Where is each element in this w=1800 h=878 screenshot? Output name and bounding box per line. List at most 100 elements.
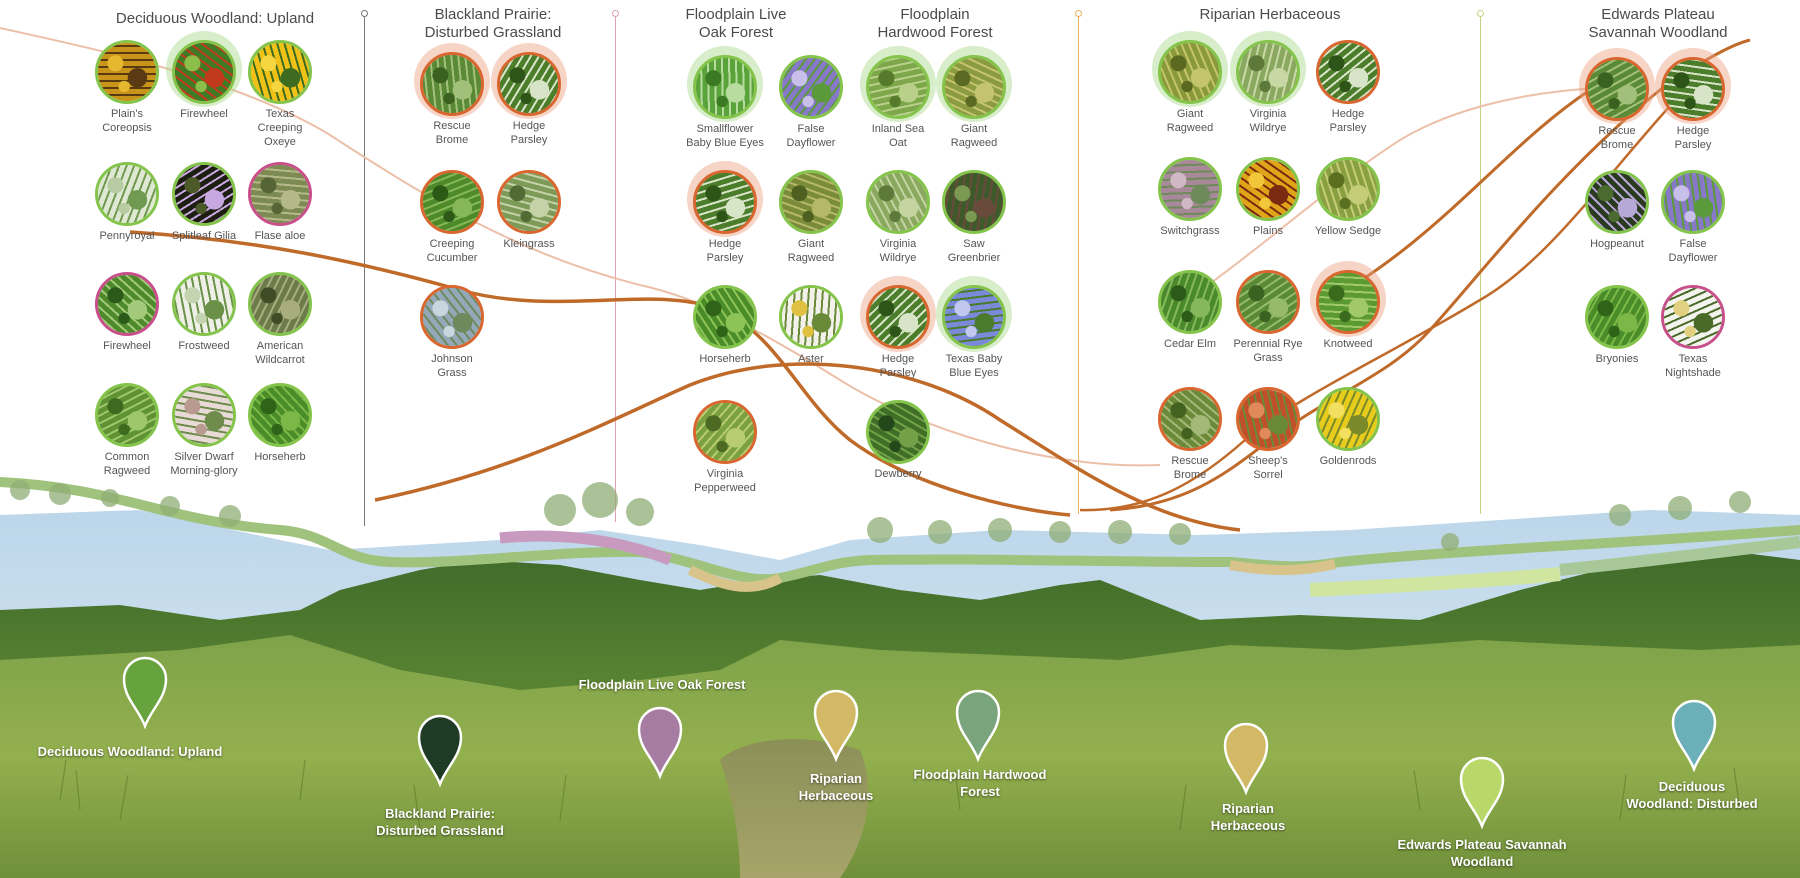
panorama-cross-section-lime <box>1309 567 1561 597</box>
plant-flase-aloe-dwu: Flase aloe <box>235 162 325 243</box>
habitat-title-epsw: Edwards Plateau Savannah Woodland <box>1588 6 1728 41</box>
plant-photo <box>1158 40 1222 104</box>
plant-photo <box>248 272 312 336</box>
plant-label: Texas Nightshade <box>1665 353 1721 379</box>
plant-photo <box>1316 157 1380 221</box>
plant-goldenrods-rh: Goldenrods <box>1303 387 1393 468</box>
plant-label: Goldenrods <box>1319 455 1377 467</box>
plant-label: American Wildcarrot <box>255 340 305 366</box>
plant-photo <box>942 170 1006 234</box>
plant-label: Smallflower Baby Blue Eyes <box>686 123 764 149</box>
panorama-cross-section-band <box>0 477 1800 585</box>
plant-photo <box>172 40 236 104</box>
plant-label: Hedge Parsley <box>1674 125 1712 151</box>
plant-label: Hedge Parsley <box>706 238 744 264</box>
map-pin-label: Edwards Plateau Savannah Woodland <box>1397 837 1567 869</box>
panorama-cross-section-tan <box>687 565 783 592</box>
plant-photo <box>420 52 484 116</box>
panorama-cross-section-sage <box>1559 536 1800 576</box>
panorama-creek <box>720 739 869 878</box>
plant-cedar-elm-rh: Cedar Elm <box>1145 270 1235 351</box>
plant-giant-ragweed-flof: Giant Ragweed <box>766 170 856 265</box>
plant-label: Cedar Elm <box>1164 338 1216 350</box>
map-pin-label: Floodplain Hardwood Forest <box>913 767 1047 799</box>
plant-photo <box>1158 157 1222 221</box>
plant-false-dayflower-epsw: False Dayflower <box>1648 170 1738 265</box>
plant-label: Giant Ragweed <box>950 123 998 149</box>
plant-perennial-rye-grass-rh: Perennial Rye Grass <box>1223 270 1313 365</box>
plant-yellow-sedge-rh: Yellow Sedge <box>1303 157 1393 238</box>
plant-photo <box>693 400 757 464</box>
plant-photo <box>420 285 484 349</box>
plant-plains-rh: Plains <box>1223 157 1313 238</box>
plant-photo <box>497 170 561 234</box>
plant-label: Virginia Wildrye <box>1249 108 1287 134</box>
habitat-title-fhf: Floodplain Hardwood Forest <box>877 6 993 41</box>
map-pin-edwards-plateau-savannah-woodland <box>1459 756 1505 830</box>
plant-photo <box>1316 387 1380 451</box>
plant-label: Hedge Parsley <box>1329 108 1367 134</box>
plant-label: Johnson Grass <box>431 353 473 379</box>
map-pin-blackland-prairie-disturbed-grassland <box>417 714 463 788</box>
plant-photo <box>248 40 312 104</box>
map-pin-label: Deciduous Woodland: Disturbed <box>1626 779 1758 811</box>
plant-photo <box>1158 270 1222 334</box>
map-pin-floodplain-hardwood-forest <box>955 689 1001 763</box>
plant-virginia-wildrye-rh: Virginia Wildrye <box>1223 31 1313 135</box>
plant-johnson-grass-bpdg: Johnson Grass <box>407 285 497 380</box>
map-pin-label: Riparian Herbaceous <box>1210 801 1286 833</box>
map-pin-riparian-herbaceous <box>1223 722 1269 796</box>
plant-texas-baby-blue-eyes-fhf: Texas Baby Blue Eyes <box>929 276 1019 380</box>
plant-photo <box>95 162 159 226</box>
plant-photo <box>172 162 236 226</box>
plant-photo <box>866 55 930 119</box>
plant-label: Giant Ragweed <box>787 238 835 264</box>
plant-photo <box>95 272 159 336</box>
plant-photo <box>95 383 159 447</box>
plant-label: Flase aloe <box>254 230 306 242</box>
plant-label: Kleingrass <box>503 238 555 250</box>
plant-knotweed-rh: Knotweed <box>1303 261 1393 351</box>
plant-label: Hedge Parsley <box>510 120 548 146</box>
plant-label: Plains <box>1253 225 1283 237</box>
plant-label: Yellow Sedge <box>1314 225 1382 237</box>
plant-label: Perennial Rye Grass <box>1233 338 1303 364</box>
plant-kleingrass-bpdg: Kleingrass <box>484 170 574 251</box>
plant-photo <box>1316 270 1380 334</box>
plant-label: Switchgrass <box>1160 225 1220 237</box>
plant-hedge-parsley-epsw: Hedge Parsley <box>1648 48 1738 152</box>
plant-smallflower-baby-blue-eyes-flof: Smallflower Baby Blue Eyes <box>680 46 770 150</box>
map-pin-deciduous-woodland-upland <box>122 656 168 730</box>
column-divider <box>612 10 619 522</box>
plant-texas-creeping-oxeye-dwu: Texas Creeping Oxeye <box>235 40 325 149</box>
plant-photo <box>1236 270 1300 334</box>
plant-label: False Dayflower <box>786 123 836 149</box>
panorama-cross-section-sand <box>1229 559 1337 576</box>
plant-horseherb-dwu: Horseherb <box>235 383 325 464</box>
plant-photo <box>1661 57 1725 121</box>
plant-label: False Dayflower <box>1668 238 1718 264</box>
plant-photo <box>1316 40 1380 104</box>
habitat-title-rh: Riparian Herbaceous <box>1199 6 1341 23</box>
plant-rescue-brome-rh: Rescue Brome <box>1145 387 1235 482</box>
plant-hedge-parsley-bpdg: Hedge Parsley <box>484 43 574 147</box>
map-pin-riparian-herbaceous <box>813 689 859 763</box>
plant-photo <box>942 55 1006 119</box>
plant-label: Knotweed <box>1323 338 1373 350</box>
map-pin-label: Blackland Prairie: Disturbed Grassland <box>376 806 504 838</box>
plant-photo <box>172 272 236 336</box>
plant-label: Aster <box>798 353 824 365</box>
habitat-title-dwu: Deciduous Woodland: Upland <box>115 10 315 27</box>
plant-giant-ragweed-fhf: Giant Ragweed <box>929 46 1019 150</box>
plant-label: Texas Baby Blue Eyes <box>945 353 1003 379</box>
plant-label: Giant Ragweed <box>1166 108 1214 134</box>
plant-hedge-parsley-rh: Hedge Parsley <box>1303 40 1393 135</box>
plant-photo <box>1236 157 1300 221</box>
plant-photo <box>172 383 236 447</box>
plant-horseherb-flof: Horseherb <box>680 285 770 366</box>
plant-sheep-s-sorrel-rh: Sheep's Sorrel <box>1223 387 1313 482</box>
plant-dewberry-fhf: Dewberry <box>853 400 943 481</box>
plant-photo <box>497 52 561 116</box>
map-pin-deciduous-woodland-disturbed <box>1671 699 1717 773</box>
